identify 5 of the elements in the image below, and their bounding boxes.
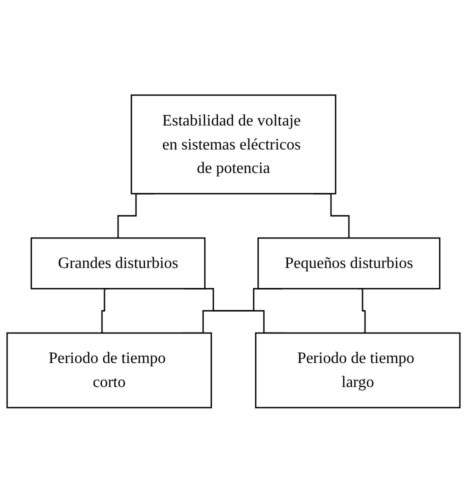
node-box: Pequeños disturbios [257, 237, 440, 289]
node-box: Periodo de tiempo largo [255, 332, 461, 408]
node-box: Periodo de tiempo corto [6, 332, 212, 408]
node-box: Estabilidad de voltaje en sistemas eléctricos de potencia [130, 94, 336, 194]
node-box: Grandes disturbios [30, 237, 206, 289]
